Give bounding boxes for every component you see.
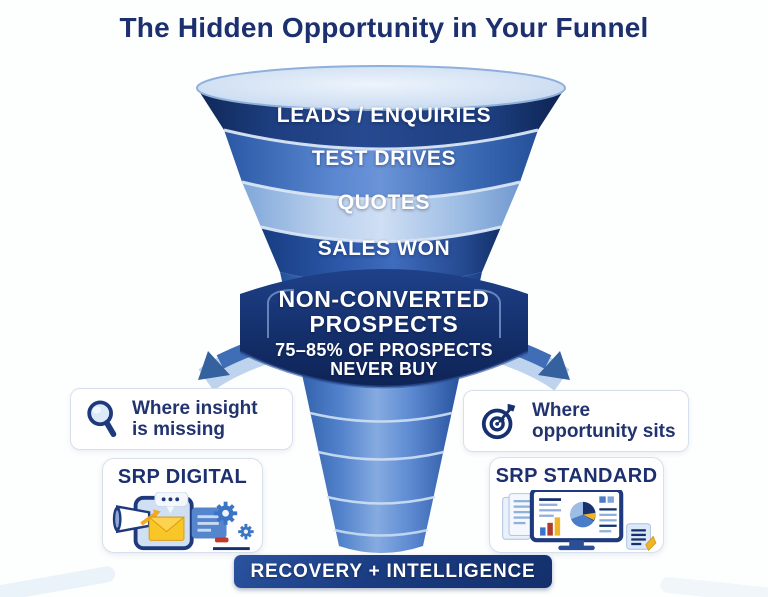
- document-stack-icon: [501, 493, 537, 540]
- bar-chart-icon: [539, 517, 560, 536]
- pencil-icon: [644, 535, 656, 551]
- band-separator-2: [241, 180, 521, 201]
- footer-label: RECOVERY + INTELLIGENCE: [250, 560, 536, 582]
- banner-line3: 75–85% OF PROSPECTS: [275, 340, 493, 360]
- product-srp-digital: SRP DIGITAL: [102, 458, 263, 553]
- list-lines: [538, 498, 561, 517]
- funnel-stage-testdrives-band: [224, 130, 538, 199]
- funnel-stage-leads-band: [197, 88, 565, 149]
- banner-bottom-edge: [239, 350, 529, 389]
- banner-line2: PROSPECTS: [309, 311, 459, 337]
- spout-segment-line-4: [333, 528, 429, 537]
- dashboard-right-lines: [598, 496, 617, 533]
- funnel-stage-quotes-band: [242, 182, 520, 242]
- spout-segment-line-2: [317, 450, 445, 461]
- banner-line1: NON-CONVERTED: [278, 286, 490, 312]
- stage-label-saleswon: SALES WON: [317, 237, 451, 260]
- stage-label-quotes: QUOTES: [337, 191, 431, 214]
- digital-marketing-illustration: [112, 492, 254, 551]
- underline-bar: [212, 547, 250, 551]
- srp-digital-title: SRP DIGITAL: [117, 466, 248, 488]
- megaphone-icon: [112, 505, 161, 534]
- magnifier-icon: [87, 400, 117, 438]
- banner-bracket-right: [473, 289, 501, 338]
- speech-bubble-icon: [153, 492, 188, 514]
- srp-standard-title: SRP STANDARD: [495, 465, 658, 487]
- spout-segment-line-1: [309, 411, 453, 423]
- gear-icon: [213, 501, 237, 525]
- band-separator-1: [223, 128, 539, 151]
- callout-insight-line2: is missing: [132, 419, 225, 440]
- gear-small-icon: [237, 523, 254, 540]
- callout-opportunity-line2: opportunity sits: [532, 421, 676, 442]
- footer-bar: RECOVERY + INTELLIGENCE: [234, 555, 552, 588]
- report-doc-icon: [625, 523, 656, 551]
- funnel-top-opening: [196, 65, 566, 111]
- banner-bracket-left: [267, 289, 295, 338]
- callout-insight-missing: Where insight is missing: [70, 388, 293, 450]
- spout-segment-line-3: [326, 495, 436, 505]
- callout-insight-line1: Where insight: [132, 397, 258, 419]
- stage-label-leads: LEADS / ENQUIRIES: [276, 104, 492, 127]
- stage-label-testdrives: TEST DRIVES: [311, 147, 457, 170]
- funnel-stage-saleswon-band: [261, 227, 501, 285]
- envelope-icon: [147, 516, 185, 541]
- pie-chart-icon: [569, 501, 596, 528]
- banner-ribbon: [240, 269, 528, 387]
- callout-opportunity-line1: Where: [532, 399, 591, 421]
- target-icon: [481, 403, 516, 440]
- page-title: The Hidden Opportunity in Your Funnel: [119, 12, 649, 43]
- band-separator-3: [260, 225, 502, 243]
- banner-line4: NEVER BUY: [330, 359, 438, 379]
- product-srp-standard: SRP STANDARD: [489, 457, 664, 553]
- analytics-dashboard-illustration: [501, 490, 656, 551]
- callout-insight-text: Where insight is missing: [132, 398, 258, 441]
- red-bar-icon: [214, 537, 228, 543]
- callout-opportunity-text: Where opportunity sits: [532, 400, 676, 443]
- callout-opportunity-sits: Where opportunity sits: [463, 390, 689, 452]
